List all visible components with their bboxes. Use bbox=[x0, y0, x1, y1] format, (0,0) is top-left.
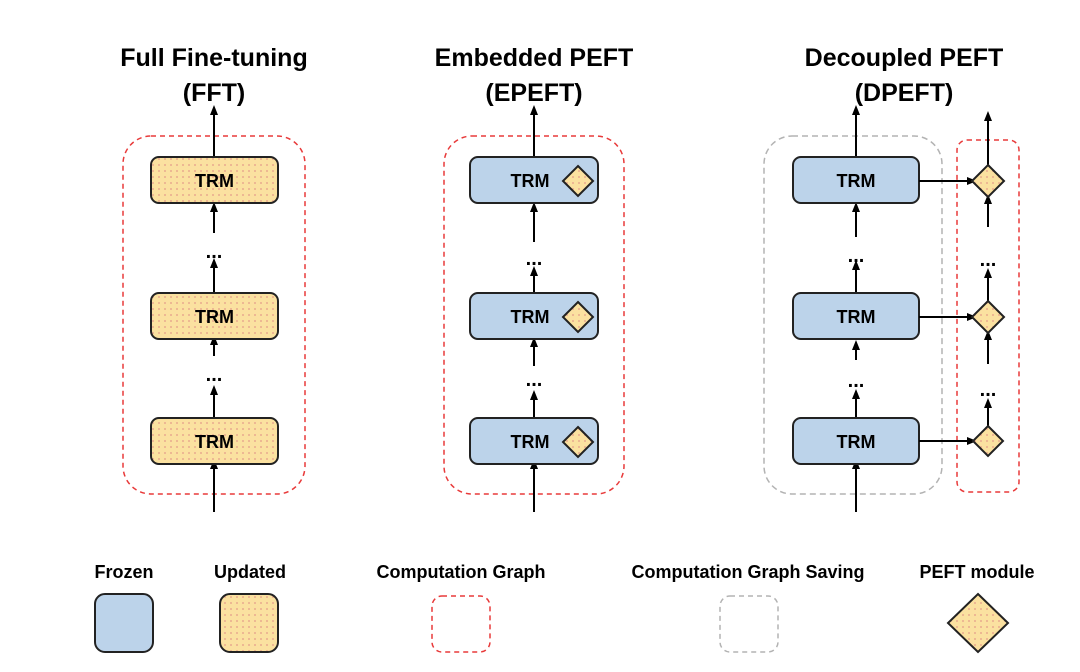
dpeft-title-line2: (DPEFT) bbox=[855, 79, 954, 107]
trm-label: TRM bbox=[195, 307, 234, 327]
dpeft-trm-block: TRM bbox=[792, 417, 920, 465]
trm-label: TRM bbox=[511, 307, 550, 327]
peft-module-diamond bbox=[561, 425, 595, 459]
peft-module-diamond bbox=[561, 300, 595, 334]
legend-updated-swatch bbox=[219, 593, 279, 653]
legend-frozen-swatch bbox=[94, 593, 154, 653]
legend-computation-graph-label: Computation Graph bbox=[377, 562, 546, 582]
dpeft-ellipsis: ... bbox=[848, 245, 865, 267]
epeft-trm-block: TRM bbox=[469, 156, 599, 204]
dpeft-ellipsis: ... bbox=[848, 370, 865, 392]
peft-module-diamond bbox=[970, 163, 1006, 199]
dpeft-trm-block: TRM bbox=[792, 156, 920, 204]
dpeft-title-line1: Decoupled PEFT bbox=[805, 44, 1004, 72]
fft-title-line1: Full Fine-tuning bbox=[120, 44, 307, 72]
fft-trm-block: TRM bbox=[150, 156, 279, 204]
fft-ellipsis: ... bbox=[206, 364, 223, 386]
trm-label: TRM bbox=[837, 432, 876, 452]
dpeft-side-ellipsis: ... bbox=[980, 249, 997, 271]
legend-peft-module-label: PEFT module bbox=[919, 562, 1034, 582]
legend-computation-graph-saving-swatch bbox=[719, 595, 779, 653]
peft-module-diamond bbox=[971, 424, 1005, 458]
trm-label: TRM bbox=[837, 171, 876, 191]
trm-label: TRM bbox=[837, 307, 876, 327]
epeft-title-line1: Embedded PEFT bbox=[435, 44, 634, 72]
fft-trm-block: TRM bbox=[150, 417, 279, 465]
epeft-ellipsis: ... bbox=[526, 248, 543, 270]
fft-column: Full Fine-tuning (FFT) ... ... TRM TRM T… bbox=[120, 44, 308, 512]
fft-trm-block: TRM bbox=[150, 292, 279, 340]
legend-peft-module-diamond bbox=[946, 592, 1010, 654]
dpeft-side-ellipsis: ... bbox=[980, 379, 997, 401]
epeft-computation-graph-boundary bbox=[443, 135, 625, 495]
legend-frozen-label: Frozen bbox=[94, 562, 153, 582]
epeft-trm-block: TRM bbox=[469, 417, 599, 465]
trm-label: TRM bbox=[195, 171, 234, 191]
trm-label: TRM bbox=[511, 432, 550, 452]
trm-label: TRM bbox=[511, 171, 550, 191]
fft-title-line2: (FFT) bbox=[183, 79, 245, 107]
dpeft-computation-graph-saving-boundary bbox=[763, 135, 943, 495]
dpeft-column: Decoupled PEFT (DPEFT) ... ... TRM TRM T… bbox=[763, 44, 1020, 512]
epeft-ellipsis: ... bbox=[526, 369, 543, 391]
epeft-column: Embedded PEFT (EPEFT) ... ... TRM TRM TR… bbox=[435, 44, 634, 512]
legend-updated-label: Updated bbox=[214, 562, 286, 582]
legend-computation-graph-swatch bbox=[431, 595, 491, 653]
epeft-title-line2: (EPEFT) bbox=[485, 79, 582, 107]
legend-computation-graph-saving-label: Computation Graph Saving bbox=[631, 562, 864, 582]
fft-ellipsis: ... bbox=[206, 241, 223, 263]
peft-module-diamond bbox=[561, 164, 595, 198]
trm-label: TRM bbox=[195, 432, 234, 452]
epeft-trm-block: TRM bbox=[469, 292, 599, 340]
dpeft-trm-block: TRM bbox=[792, 292, 920, 340]
peft-module-diamond bbox=[970, 299, 1006, 335]
legend: Frozen Updated Computation Graph Computa… bbox=[94, 562, 1035, 654]
